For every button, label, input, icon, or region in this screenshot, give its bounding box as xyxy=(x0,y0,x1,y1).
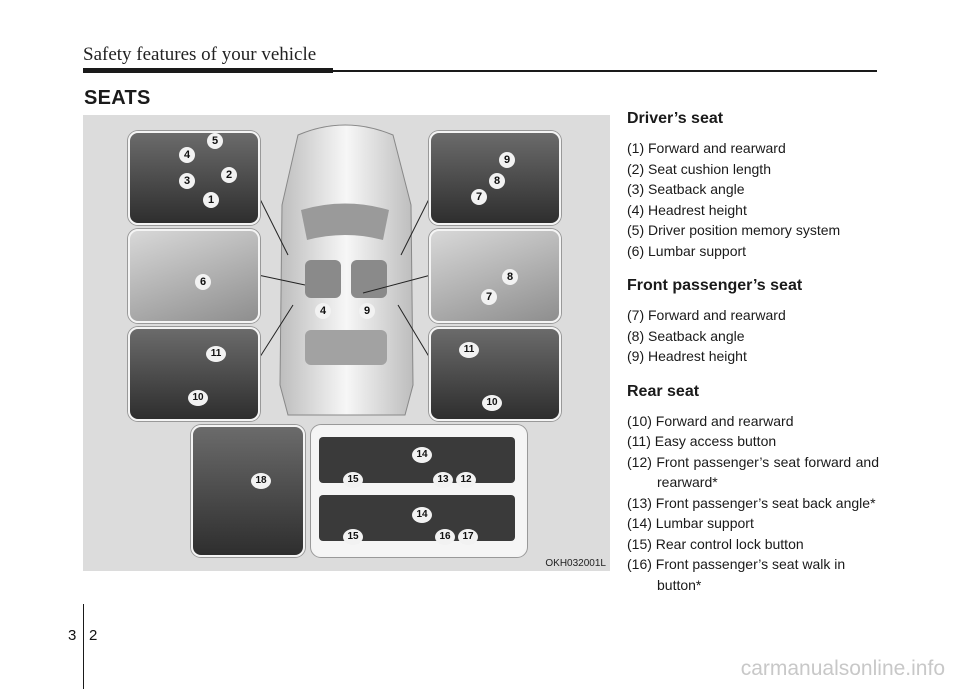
passenger-seatback-panel xyxy=(429,229,561,323)
list-item: (6) Lumbar support xyxy=(627,242,747,259)
list-item: (13) Front passenger’s seat back angle* xyxy=(627,494,876,511)
callout-8b: 8 xyxy=(502,269,518,285)
callout-8: 8 xyxy=(489,173,505,189)
passenger-seat-block: Front passenger’s seat (7) Forward and r… xyxy=(627,277,879,367)
callout-6: 6 xyxy=(195,274,211,290)
legend-column: Driver’s seat (1) Forward and rearward (… xyxy=(627,110,879,611)
list-item: (12) Front passenger’s seat forward and … xyxy=(627,453,879,491)
callout-15b: 15 xyxy=(343,529,363,545)
page-header-title: Safety features of your vehicle xyxy=(83,44,317,65)
callout-10b: 10 xyxy=(482,395,502,411)
callout-3: 3 xyxy=(179,173,195,189)
list-item: (5) Driver position memory system xyxy=(627,222,841,238)
callout-7: 7 xyxy=(471,189,487,205)
list-item: (16) Front passenger’s seat walk in butt… xyxy=(627,556,846,593)
callout-9b: 9 xyxy=(359,303,375,319)
callout-4: 4 xyxy=(179,147,195,163)
header-rule xyxy=(83,68,333,73)
list-item: (10) Forward and rearward xyxy=(627,412,794,429)
list-item: (7) Forward and rearward xyxy=(627,307,786,323)
callout-11: 11 xyxy=(206,346,226,362)
callout-14: 14 xyxy=(412,447,432,463)
rear-seat-photo-panel xyxy=(191,425,305,557)
callout-12: 12 xyxy=(456,472,476,488)
callout-18: 18 xyxy=(251,473,271,489)
list-item: (14) Lumbar support xyxy=(627,515,754,531)
driver-seat-block: Driver’s seat (1) Forward and rearward (… xyxy=(627,110,879,261)
callout-10: 10 xyxy=(188,390,208,406)
list-item: (1) Forward and rearward xyxy=(627,140,786,156)
chapter-number: 3 xyxy=(68,627,77,644)
list-item: (8) Seatback angle xyxy=(627,327,745,344)
driver-lumbar-panel xyxy=(128,229,260,323)
list-item: (9) Headrest height xyxy=(627,348,747,364)
list-item: (4) Headrest height xyxy=(627,201,747,218)
driver-seat-heading: Driver’s seat xyxy=(627,110,724,127)
callout-14b: 14 xyxy=(412,507,432,523)
rear-left-seat-panel xyxy=(128,327,260,421)
header-rule-thin xyxy=(333,70,877,72)
rear-seat-block: Rear seat (10) Forward and rearward (11)… xyxy=(627,383,879,596)
section-title: SEATS xyxy=(84,87,151,109)
callout-16: 16 xyxy=(435,529,455,545)
callout-15: 15 xyxy=(343,472,363,488)
callout-13: 13 xyxy=(433,472,453,488)
page-number: 2 xyxy=(89,627,98,644)
list-item: (15) Rear control lock button xyxy=(627,535,804,552)
callout-1: 1 xyxy=(203,192,219,208)
figure-caption: OKH032001L xyxy=(545,558,606,569)
callout-4b: 4 xyxy=(315,303,331,319)
footer-rule xyxy=(83,604,84,689)
rear-seat-heading: Rear seat xyxy=(627,382,700,400)
seat-controls-figure: 5 4 3 2 1 9 8 7 6 8 7 4 9 11 10 11 10 14… xyxy=(83,115,610,571)
callout-11b: 11 xyxy=(459,342,479,358)
car-top-view xyxy=(257,124,432,416)
callout-9: 9 xyxy=(499,152,515,168)
callout-17: 17 xyxy=(458,529,478,545)
callout-2: 2 xyxy=(221,167,237,183)
list-item: (11) Easy access button xyxy=(627,433,777,449)
passenger-seat-heading: Front passenger’s seat xyxy=(627,277,803,294)
list-item: (2) Seat cushion length xyxy=(627,160,771,177)
callout-7b: 7 xyxy=(481,289,497,305)
watermark: carmanualsonline.info xyxy=(740,657,945,680)
callout-5: 5 xyxy=(207,133,223,149)
list-item: (3) Seatback angle xyxy=(627,181,745,197)
